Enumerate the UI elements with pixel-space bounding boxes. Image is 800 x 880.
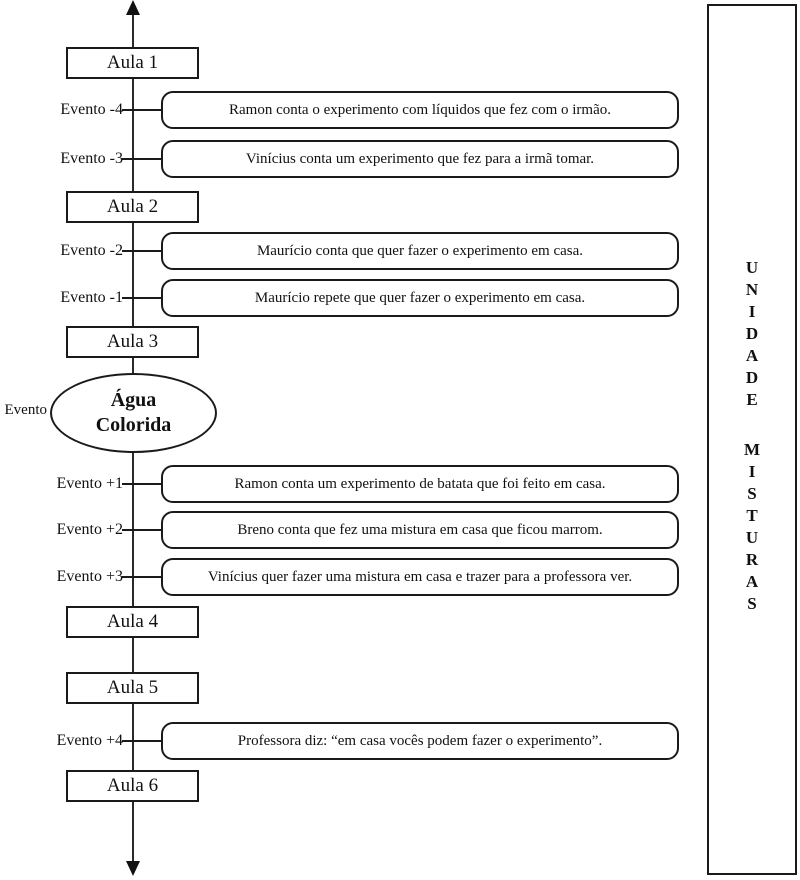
event-plus2-connector <box>122 529 162 531</box>
aula-3-label: Aula 3 <box>106 331 159 352</box>
aula-4-label: Aula 4 <box>106 611 159 632</box>
band-letter: A <box>745 572 759 591</box>
event-minus4-connector <box>122 109 162 111</box>
event-minus3-text: Vinícius conta um experimento que fez pa… <box>245 150 595 167</box>
event-plus2-label: Evento +2 <box>56 521 123 538</box>
band-letter: I <box>748 462 756 481</box>
band-letter: N <box>745 280 759 299</box>
aula-1-box: Aula 1 <box>66 47 199 79</box>
event-plus3-box: Vinícius quer fazer uma mistura em casa … <box>161 558 679 596</box>
band-letter: U <box>745 528 759 547</box>
event-minus1-label: Evento -1 <box>60 289 123 306</box>
event-plus1-label: Evento +1 <box>56 475 123 492</box>
event-minus4-text: Ramon conta o experimento com líquidos q… <box>229 101 611 118</box>
event-plus4-label: Evento +4 <box>56 732 123 749</box>
event-plus2-box: Breno conta que fez uma mistura em casa … <box>161 511 679 549</box>
central-event-line2: Colorida <box>95 414 172 436</box>
aula-6-label: Aula 6 <box>106 775 159 796</box>
band-letter: M <box>743 440 761 459</box>
aula-5-box: Aula 5 <box>66 672 199 704</box>
timeline-arrow-down-icon <box>126 861 140 876</box>
aula-1-label: Aula 1 <box>106 52 159 73</box>
event-plus3-connector <box>122 576 162 578</box>
band-letter: S <box>747 484 757 503</box>
event-plus4-text: Professora diz: “em casa vocês podem faz… <box>237 732 603 749</box>
central-event-line1: Água <box>110 389 157 411</box>
band-letter: S <box>747 594 757 613</box>
aula-5-label: Aula 5 <box>106 677 159 698</box>
event-plus2-text: Breno conta que fez uma mistura em casa … <box>237 521 603 538</box>
event-plus1-text: Ramon conta um experimento de batata que… <box>234 475 606 492</box>
band-letter: D <box>745 324 759 343</box>
event-plus4-box: Professora diz: “em casa vocês podem faz… <box>161 722 679 760</box>
event-minus2-label: Evento -2 <box>60 242 123 259</box>
aula-6-box: Aula 6 <box>66 770 199 802</box>
aula-2-box: Aula 2 <box>66 191 199 223</box>
band-letter: T <box>746 506 758 525</box>
band-letter: R <box>745 550 759 569</box>
event-plus3-text: Vinícius quer fazer uma mistura em casa … <box>207 568 633 585</box>
event-minus2-connector <box>122 250 162 252</box>
unit-band-word-unidade: U N I D A D E <box>709 257 795 411</box>
event-minus3-connector <box>122 158 162 160</box>
band-letter: A <box>745 346 759 365</box>
event-minus1-text: Maurício repete que quer fazer o experim… <box>254 289 586 306</box>
band-letter: D <box>745 368 759 387</box>
central-event-ellipse: Água Colorida <box>50 373 217 453</box>
event-minus3-label: Evento -3 <box>60 150 123 167</box>
aula-2-label: Aula 2 <box>106 196 159 217</box>
unit-band-word-misturas: M I S T U R A S <box>709 439 795 615</box>
aula-4-box: Aula 4 <box>66 606 199 638</box>
event-plus1-connector <box>122 483 162 485</box>
band-letter: E <box>746 390 758 409</box>
event-minus3-box: Vinícius conta um experimento que fez pa… <box>161 140 679 178</box>
event-minus2-box: Maurício conta que quer fazer o experime… <box>161 232 679 270</box>
event-minus4-label: Evento -4 <box>60 101 123 118</box>
band-letter: U <box>745 258 759 277</box>
event-minus2-text: Maurício conta que quer fazer o experime… <box>256 242 584 259</box>
event-minus4-box: Ramon conta o experimento com líquidos q… <box>161 91 679 129</box>
band-letter: I <box>748 302 756 321</box>
event-plus4-connector <box>122 740 162 742</box>
unit-band-box: U N I D A D E M I S T U R A S <box>707 4 797 875</box>
timeline-arrow-up-icon <box>126 0 140 15</box>
event-plus3-label: Evento +3 <box>56 568 123 585</box>
event-minus1-connector <box>122 297 162 299</box>
event-plus1-box: Ramon conta um experimento de batata que… <box>161 465 679 503</box>
central-event-label: Evento <box>4 402 48 418</box>
aula-3-box: Aula 3 <box>66 326 199 358</box>
event-minus1-box: Maurício repete que quer fazer o experim… <box>161 279 679 317</box>
